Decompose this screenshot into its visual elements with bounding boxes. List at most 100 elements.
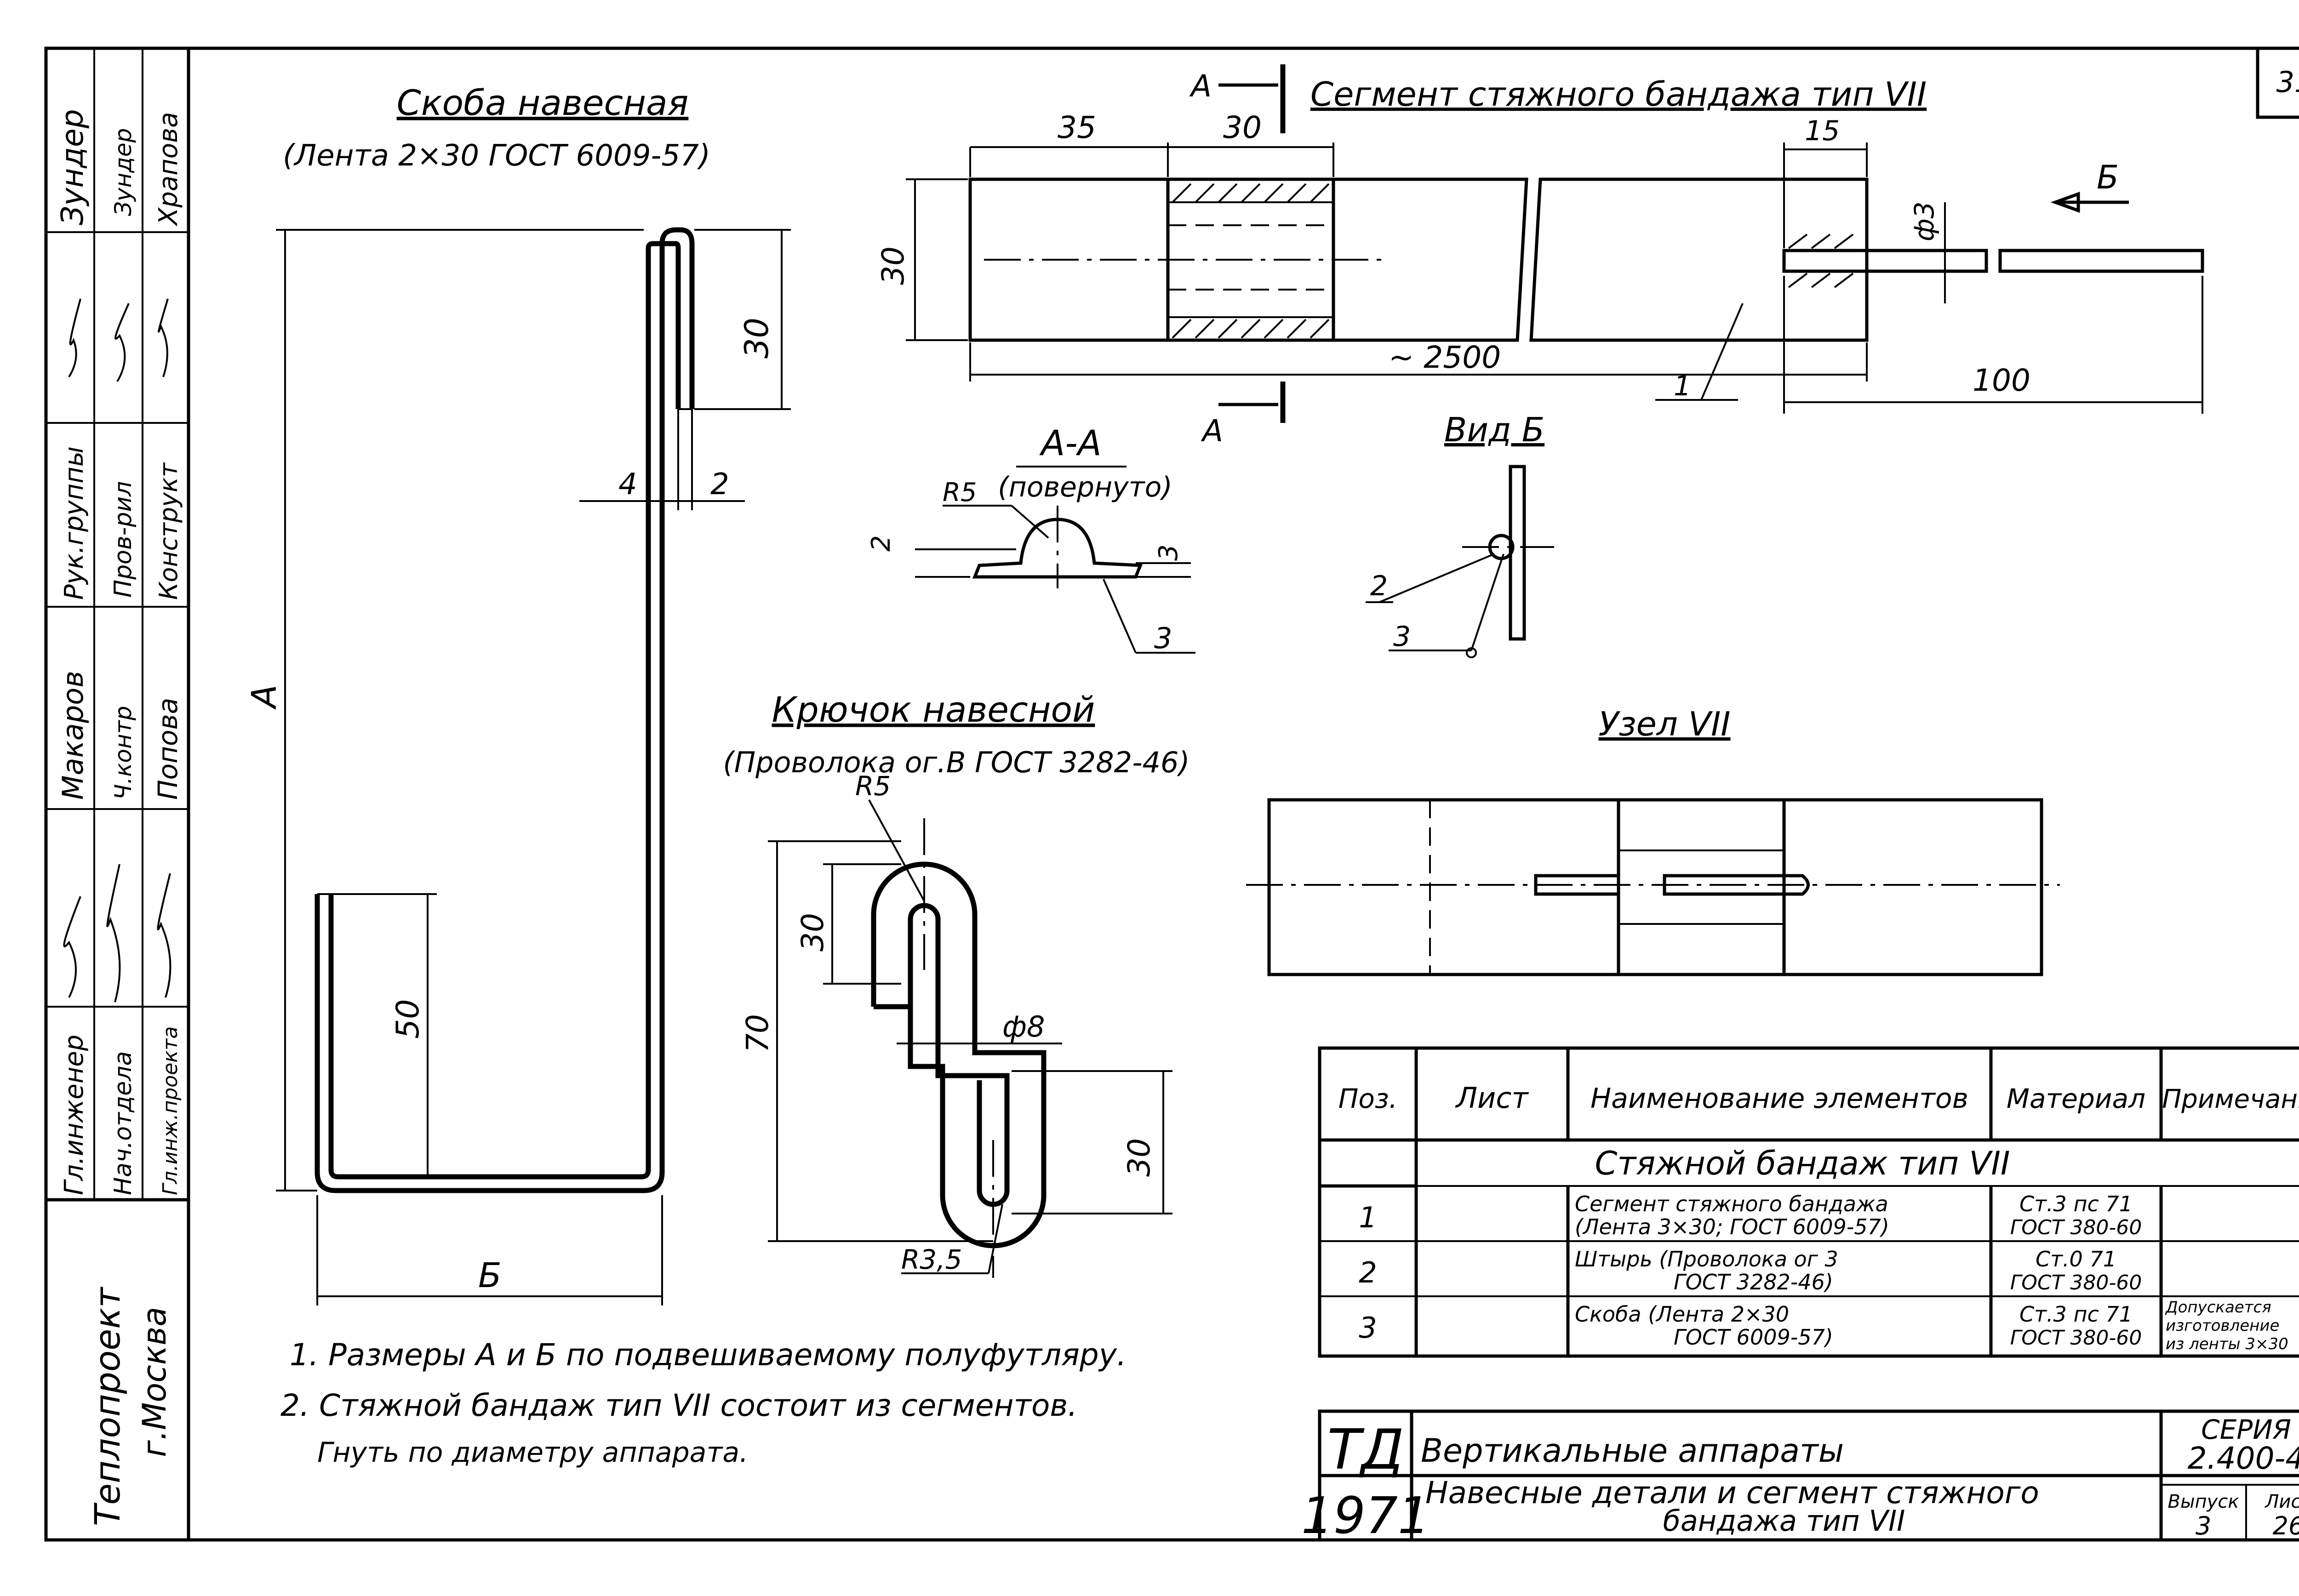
table-row-name: Скоба (Лента 2×30 bbox=[1575, 1302, 1789, 1327]
dim-segment-2500: ~ 2500 bbox=[1389, 340, 1501, 375]
dim-segment-15: 15 bbox=[1805, 115, 1840, 147]
bracket-outline bbox=[315, 227, 695, 1193]
role-dept-head: Нач.отдела bbox=[109, 1051, 137, 1195]
dim-bracket-a: А bbox=[245, 684, 284, 710]
view-section-aa: А-А (повернуто) R5 2 3 3 bbox=[866, 422, 1195, 655]
series-label: СЕРИЯ bbox=[2201, 1414, 2291, 1445]
signer-zunder-2: Зундер bbox=[110, 128, 137, 216]
org-city: г.Москва bbox=[136, 1307, 173, 1457]
dim-bracket-2: 2 bbox=[710, 467, 729, 502]
title-year: 1971 bbox=[1301, 1486, 1430, 1545]
table-header-sheet: Лист bbox=[1455, 1081, 1529, 1115]
dim-aa-2: 2 bbox=[866, 535, 896, 552]
signer-khrapova: Храпова bbox=[154, 112, 183, 227]
view-b-label-2: 2 bbox=[1370, 570, 1388, 602]
signer-zunder: Зундер bbox=[55, 109, 90, 225]
role-designer: Конструкт bbox=[154, 462, 183, 600]
view-segment: Сегмент стяжного бандажа тип VII 35 30 bbox=[875, 64, 2204, 449]
dim-bracket-4: 4 bbox=[618, 467, 637, 502]
hook-outline bbox=[871, 861, 1047, 1248]
table-row-material: Ст.3 пс 71 bbox=[2019, 1302, 2133, 1327]
note-1: 1. Размеры А и Б по подвешиваемому полуф… bbox=[290, 1337, 1127, 1373]
table-row-material: Ст.3 пс 71 bbox=[2019, 1191, 2133, 1216]
table-row-note: Допускается bbox=[2165, 1298, 2271, 1317]
segment-pin bbox=[1782, 249, 1988, 273]
table-row-note3: из ленты 3×30 bbox=[2166, 1335, 2288, 1353]
title-line-2: Навесные детали и сегмент стяжного bbox=[1425, 1475, 2039, 1510]
role-group-leader: Рук.группы bbox=[59, 446, 89, 600]
sheet-number: 31 bbox=[2276, 65, 2299, 99]
title-block: ТД 1971 Вертикальные аппараты Навесные д… bbox=[1301, 1409, 2299, 1545]
view-hook: Крючок навесной (Проволока ог.В ГОСТ 328… bbox=[723, 689, 1190, 1278]
table-row-name: Сегмент стяжного бандажа bbox=[1575, 1191, 1888, 1216]
cut-label-top: А bbox=[1189, 68, 1212, 104]
view-b-title: Вид Б bbox=[1444, 410, 1544, 449]
role-chief-engineer: Гл.инженер bbox=[59, 1035, 89, 1195]
signer-popova: Попова bbox=[152, 698, 183, 800]
dim-bracket-50: 50 bbox=[390, 999, 426, 1039]
table-header-note: Примечание bbox=[2162, 1084, 2299, 1114]
spec-table: Поз. Лист Наименование элементов Материа… bbox=[1318, 1046, 2299, 1358]
table-header-name: Наименование элементов bbox=[1590, 1083, 1968, 1115]
hook-title: Крючок навесной bbox=[772, 689, 1095, 730]
title-line-1: Вертикальные аппараты bbox=[1421, 1432, 1844, 1470]
hook-inner bbox=[874, 903, 1010, 1207]
bracket-inner bbox=[328, 241, 681, 1180]
section-aa-subtitle: (повернуто) bbox=[998, 471, 1172, 503]
dim-segment-30-side: 30 bbox=[875, 246, 911, 285]
view-b-label-3: 3 bbox=[1393, 621, 1411, 653]
dim-segment-30-top: 30 bbox=[1223, 110, 1262, 145]
signature-mark bbox=[68, 298, 169, 382]
table-row-name: Штырь (Проволока ог 3 bbox=[1575, 1247, 1838, 1271]
table-row-pos: 2 bbox=[1359, 1256, 1377, 1289]
segment-strip-right bbox=[1529, 177, 1869, 342]
dim-hook-70: 70 bbox=[740, 1014, 775, 1053]
dim-hook-r5: R5 bbox=[855, 770, 891, 802]
segment-plate bbox=[1166, 177, 1335, 342]
series-value: 2.400-4 bbox=[2188, 1441, 2299, 1476]
issue-label: Выпуск bbox=[2168, 1491, 2239, 1512]
table-header-pos: Поз. bbox=[1338, 1083, 1397, 1114]
table-row-material: Ст.0 71 bbox=[2036, 1247, 2116, 1271]
dim-hook-r35: R3,5 bbox=[901, 1244, 962, 1275]
view-node: Узел VII bbox=[1246, 705, 2060, 976]
role-checked: Пров-рил bbox=[109, 481, 137, 598]
issue-value: 3 bbox=[2196, 1511, 2211, 1540]
bracket-title: Скоба навесная bbox=[397, 82, 689, 123]
org-name: Теплопроект bbox=[87, 1286, 128, 1526]
note-3: Гнуть по диаметру аппарата. bbox=[317, 1436, 748, 1469]
table-row-pos: 1 bbox=[1359, 1201, 1377, 1234]
table-row-pos: 3 bbox=[1359, 1311, 1377, 1345]
table-row-note2: изготовление bbox=[2166, 1317, 2279, 1335]
view-b-arrow-label: Б bbox=[2097, 159, 2119, 196]
section-aa-title: А-А bbox=[1039, 422, 1101, 463]
cut-label-bottom: А bbox=[1201, 413, 1223, 449]
role-norm-control: Ч.контр bbox=[110, 706, 137, 800]
signature-block: Гл.инженер Нач.отдела Гл.инж.проекта Зун… bbox=[46, 48, 189, 1526]
node-plate bbox=[1617, 798, 1786, 976]
table-row-material2: ГОСТ 380-60 bbox=[2010, 1216, 2142, 1239]
leader-segment-1: 1 bbox=[1674, 370, 1691, 402]
table-row-name2: (Лента 3×30; ГОСТ 6009-57) bbox=[1575, 1214, 1889, 1239]
dim-segment-100: 100 bbox=[1973, 363, 2030, 398]
dim-bracket-b: Б bbox=[478, 1256, 502, 1295]
role-project-engineer: Гл.инж.проекта bbox=[159, 1026, 182, 1195]
title-org-code: ТД bbox=[1327, 1418, 1404, 1482]
notes: 1. Размеры А и Б по подвешиваемому полуф… bbox=[280, 1337, 1127, 1469]
dim-aa-r5: R5 bbox=[943, 478, 977, 507]
table-row-name2: ГОСТ 3282-46) bbox=[1674, 1270, 1833, 1294]
sheet-label: Лист bbox=[2264, 1491, 2299, 1512]
sheet-frame bbox=[44, 46, 2299, 1542]
dim-bracket-30: 30 bbox=[738, 318, 776, 359]
table-row-name2: ГОСТ 6009-57) bbox=[1674, 1325, 1833, 1350]
note-2: 2. Стяжной бандаж тип VII состоит из сег… bbox=[280, 1388, 1077, 1423]
table-row-material2: ГОСТ 380-60 bbox=[2010, 1326, 2142, 1350]
title-line-3: бандажа тип VII bbox=[1663, 1504, 1905, 1538]
segment-title: Сегмент стяжного бандажа тип VII bbox=[1310, 75, 1927, 114]
dim-hook-30-bottom: 30 bbox=[1121, 1138, 1157, 1177]
view-b: Вид Б 2 3 bbox=[1366, 410, 1554, 658]
table-row-material2: ГОСТ 380-60 bbox=[2010, 1271, 2142, 1294]
segment-strip-left bbox=[968, 177, 1528, 342]
dim-hook-d8: ф8 bbox=[1002, 1010, 1045, 1043]
